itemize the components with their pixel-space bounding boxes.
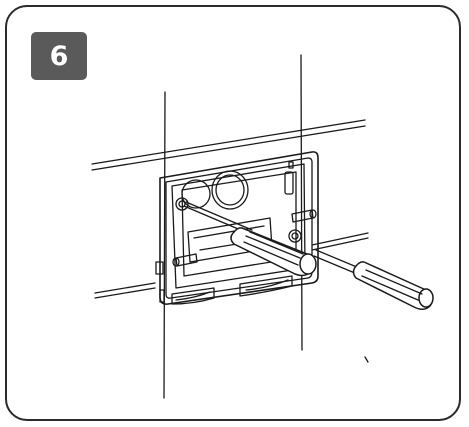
wall-tile-lines [91,54,369,399]
step-number: 6 [49,40,69,72]
screwdriver-icon [183,201,434,310]
bottom-clips [171,275,293,305]
adjustment-screws [172,197,317,267]
step-number-badge: 6 [31,32,87,80]
